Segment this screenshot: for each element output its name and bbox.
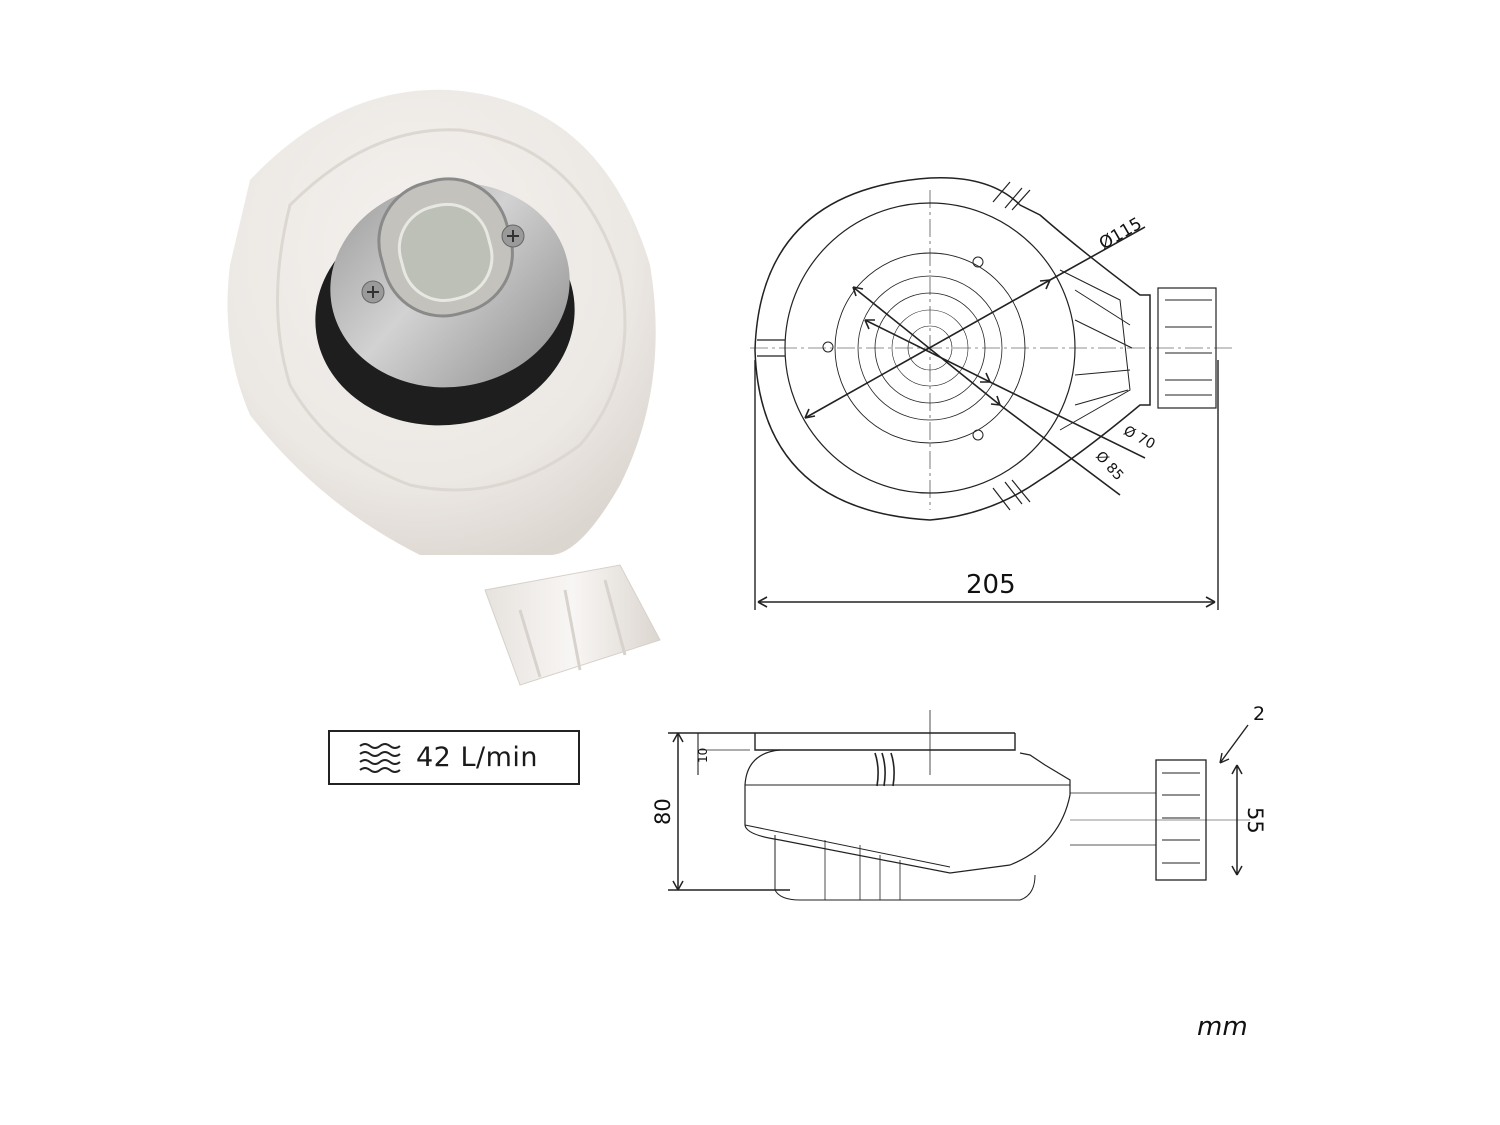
- top-view-drawing: Ø115 Ø 70 Ø 85 205: [740, 170, 1240, 620]
- dim-d115: Ø115: [1096, 214, 1146, 254]
- product-photo: [220, 85, 690, 690]
- dim-outlet-55: 55: [1243, 807, 1267, 834]
- flow-rate-badge: 42 L/min: [328, 730, 580, 785]
- flow-rate-value: 42 L/min: [416, 742, 538, 773]
- dim-width-205: 205: [966, 570, 1016, 600]
- side-view-drawing: 80 10 55 2: [650, 695, 1280, 910]
- dim-rim-10: 10: [696, 748, 710, 763]
- unit-label: mm: [1197, 1012, 1248, 1042]
- callout-2: 2: [1253, 703, 1265, 725]
- dim-height-80: 80: [651, 798, 675, 825]
- water-waves-icon: [359, 742, 401, 773]
